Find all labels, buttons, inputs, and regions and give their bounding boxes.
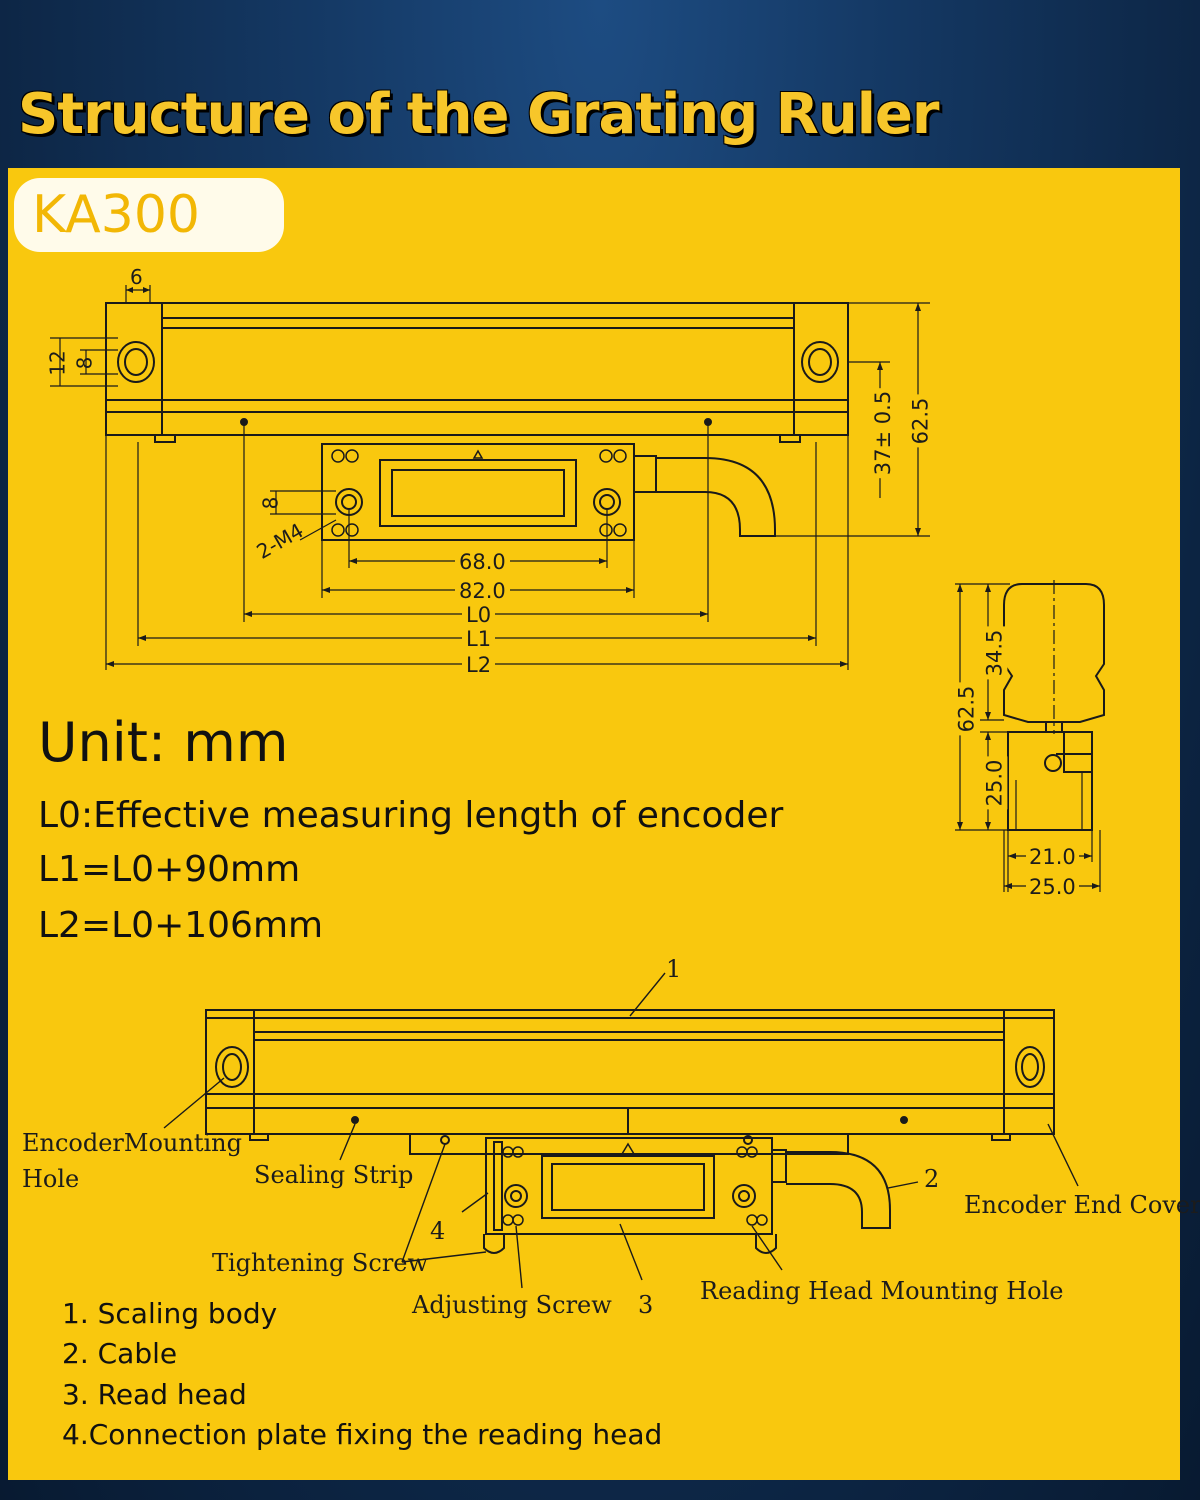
callout-number-2: 2 <box>924 1165 940 1193</box>
legend-item-2: 2. Cable <box>62 1337 178 1370</box>
page-title: Structure of the Grating Ruler <box>18 82 940 147</box>
dim-8-head: 8 <box>258 496 283 510</box>
top-view-drawing <box>50 285 930 670</box>
dim-6: 6 <box>130 265 143 289</box>
dim-37: 37± 0.5 <box>870 387 897 479</box>
definition-l2: L2=L0+106mm <box>38 905 324 946</box>
callout-encoder-mounting-hole: EncoderMounting <box>22 1129 242 1157</box>
model-badge <box>14 178 284 252</box>
dim-12: 12 <box>45 350 70 376</box>
callout-number-1: 1 <box>666 955 682 983</box>
legend-item-1: 1. Scaling body <box>62 1297 278 1330</box>
callout-tightening-screw: Tightening Screw <box>212 1249 429 1277</box>
dim-34-5: 34.5 <box>981 626 1008 680</box>
legend-item-4: 4.Connection plate fixing the reading he… <box>62 1418 663 1451</box>
definition-l0: L0:Effective measuring length of encoder <box>38 795 784 836</box>
model-label: KA300 <box>32 185 201 245</box>
callout-reading-head-mounting-hole: Reading Head Mounting Hole <box>700 1277 1064 1305</box>
content-panel <box>8 168 1180 1480</box>
callout-encoder-mounting-hole-line2: Hole <box>22 1165 80 1193</box>
dim-68: 68.0 <box>455 549 510 575</box>
dim-l1: L1 <box>462 626 496 652</box>
unit-label: Unit: mm <box>38 711 289 774</box>
parts-drawing <box>163 972 1079 1289</box>
definition-l1: L1=L0+90mm <box>38 849 301 890</box>
dim-25-width: 25.0 <box>1026 874 1079 900</box>
callout-number-4: 4 <box>430 1217 446 1245</box>
dim-l2: L2 <box>462 652 496 678</box>
dim-62-5-top: 62.5 <box>907 394 934 448</box>
callout-encoder-end-cover: Encoder End Cover <box>964 1191 1200 1219</box>
dim-21: 21.0 <box>1026 844 1079 870</box>
dim-25-side: 25.0 <box>981 756 1008 810</box>
callout-number-3: 3 <box>638 1291 654 1319</box>
callout-sealing-strip: Sealing Strip <box>254 1161 414 1189</box>
dim-8-top: 8 <box>72 356 97 370</box>
dim-82: 82.0 <box>455 578 510 604</box>
callout-adjusting-screw: Adjusting Screw <box>412 1291 612 1319</box>
dim-l0: L0 <box>462 602 496 628</box>
legend-item-3: 3. Read head <box>62 1378 247 1411</box>
dim-62-5-side: 62.5 <box>953 682 980 736</box>
